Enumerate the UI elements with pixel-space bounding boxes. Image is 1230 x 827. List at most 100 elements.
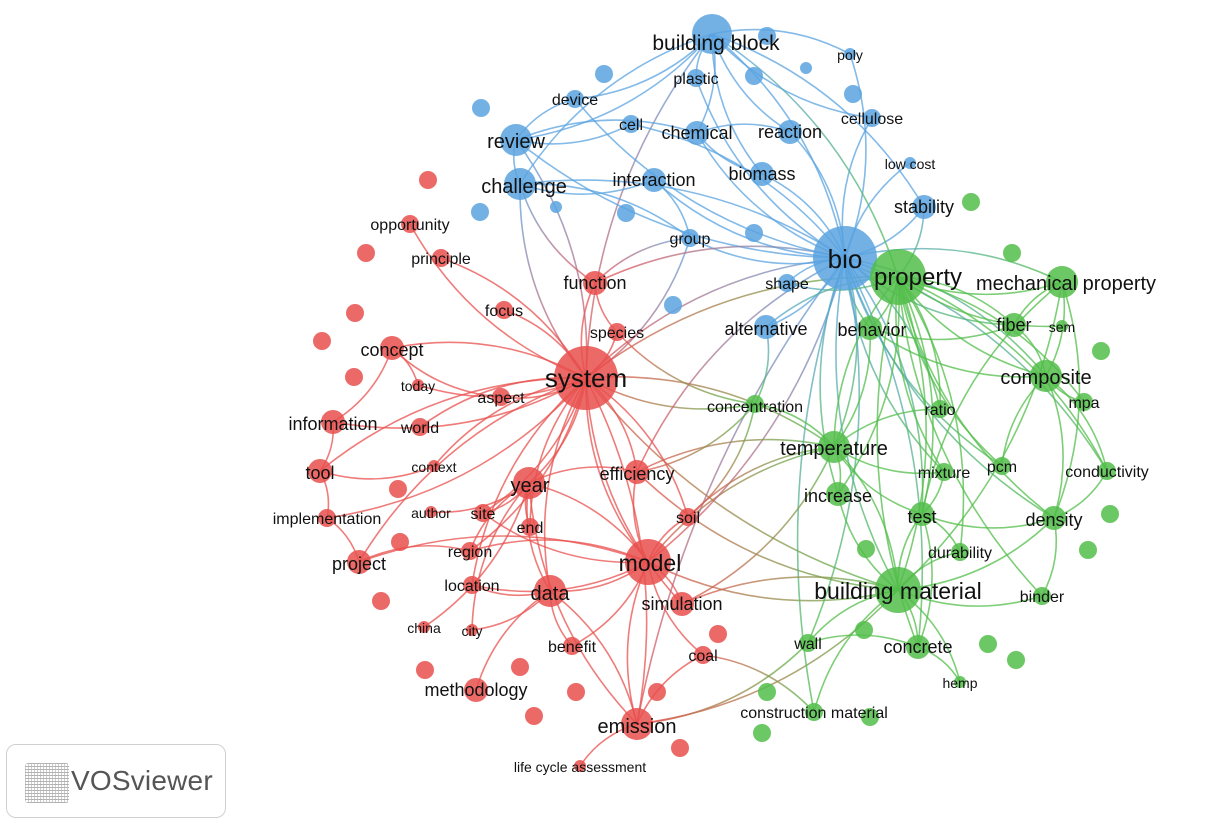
node-unlabeled-p6[interactable] <box>844 85 862 103</box>
label-project[interactable]: project <box>332 554 386 574</box>
node-durability[interactable] <box>951 543 969 561</box>
label-behavior[interactable]: behavior <box>837 320 906 340</box>
node-reaction[interactable] <box>778 120 802 144</box>
label-world[interactable]: world <box>400 420 439 437</box>
node-unlabeled-p8[interactable] <box>550 201 562 213</box>
label-coal[interactable]: coal <box>688 648 717 665</box>
label-emission[interactable]: emission <box>598 716 677 738</box>
node-concentration[interactable] <box>746 395 764 413</box>
node-species[interactable] <box>608 323 626 341</box>
node-opportunity[interactable] <box>401 215 419 233</box>
label-property[interactable]: property <box>874 264 962 291</box>
label-region[interactable]: region <box>448 544 492 561</box>
node-unlabeled-p33[interactable] <box>525 707 543 725</box>
label-device[interactable]: device <box>552 92 598 109</box>
label-ratio[interactable]: ratio <box>924 402 955 419</box>
node-unlabeled-p23[interactable] <box>857 540 875 558</box>
node-location[interactable] <box>463 576 481 594</box>
node-construction-material[interactable] <box>805 703 823 721</box>
node-pcm[interactable] <box>993 457 1011 475</box>
label-concrete[interactable]: concrete <box>883 637 952 657</box>
node-unlabeled-p37[interactable] <box>648 683 666 701</box>
label-sem[interactable]: sem <box>1049 319 1075 335</box>
label-aspect[interactable]: aspect <box>477 390 525 407</box>
node-unlabeled-p32[interactable] <box>416 661 434 679</box>
node-unlabeled-p10[interactable] <box>745 224 763 242</box>
node-alternative[interactable] <box>754 315 778 339</box>
node-tool[interactable] <box>308 459 332 483</box>
label-increase[interactable]: increase <box>804 486 872 506</box>
node-efficiency[interactable] <box>625 460 649 484</box>
label-chemical[interactable]: chemical <box>661 123 732 143</box>
node-emission[interactable] <box>621 708 653 740</box>
node-unlabeled-p34[interactable] <box>511 658 529 676</box>
label-soil[interactable]: soil <box>676 510 700 527</box>
node-data[interactable] <box>534 575 566 607</box>
node-unlabeled-p19[interactable] <box>855 621 873 639</box>
node-stability[interactable] <box>912 195 936 219</box>
label-biomass[interactable]: biomass <box>728 164 795 184</box>
node-unlabeled-p30[interactable] <box>391 533 409 551</box>
node-benefit[interactable] <box>563 637 581 655</box>
label-alternative[interactable]: alternative <box>724 319 807 339</box>
node-unlabeled-p5[interactable] <box>800 62 812 74</box>
label-low-cost[interactable]: low cost <box>885 156 936 172</box>
node-concept[interactable] <box>380 336 404 360</box>
node-behavior[interactable] <box>858 316 882 340</box>
node-unlabeled-p38[interactable] <box>709 625 727 643</box>
label-model[interactable]: model <box>619 550 682 576</box>
label-principle[interactable]: principle <box>411 251 471 268</box>
node-interaction[interactable] <box>642 168 666 192</box>
label-hemp[interactable]: hemp <box>942 675 977 691</box>
label-cellulose[interactable]: cellulose <box>841 111 903 128</box>
label-bio[interactable]: bio <box>828 244 863 274</box>
node-unlabeled-p1[interactable] <box>758 27 776 45</box>
label-life-cycle-assessment[interactable]: life cycle assessment <box>514 759 646 775</box>
node-unlabeled-p3[interactable] <box>595 65 613 83</box>
label-composite[interactable]: composite <box>1000 367 1091 389</box>
node-unlabeled-p21[interactable] <box>753 724 771 742</box>
node-conductivity[interactable] <box>1098 462 1116 480</box>
label-density[interactable]: density <box>1025 510 1082 530</box>
node-unlabeled-p28[interactable] <box>345 368 363 386</box>
node-group[interactable] <box>681 229 699 247</box>
label-review[interactable]: review <box>487 131 545 153</box>
node-increase[interactable] <box>826 482 850 506</box>
node-poly[interactable] <box>844 48 856 60</box>
node-wall[interactable] <box>799 634 817 652</box>
node-unlabeled-p35[interactable] <box>567 683 585 701</box>
node-concrete[interactable] <box>906 635 930 659</box>
node-unlabeled-p9[interactable] <box>471 203 489 221</box>
node-coal[interactable] <box>694 646 712 664</box>
node-bio[interactable] <box>813 226 877 290</box>
node-focus[interactable] <box>495 301 513 319</box>
label-today[interactable]: today <box>401 378 435 394</box>
label-construction-material[interactable]: construction material <box>740 705 888 722</box>
node-shape[interactable] <box>778 274 796 292</box>
node-unlabeled-p18[interactable] <box>979 635 997 653</box>
node-temperature[interactable] <box>818 431 850 463</box>
node-building-block[interactable] <box>692 14 732 54</box>
node-binder[interactable] <box>1033 587 1051 605</box>
label-year[interactable]: year <box>511 475 550 497</box>
node-unlabeled-p36[interactable] <box>671 739 689 757</box>
node-low-cost[interactable] <box>904 157 916 169</box>
label-author[interactable]: author <box>411 505 451 521</box>
label-reaction[interactable]: reaction <box>758 122 822 142</box>
label-simulation[interactable]: simulation <box>641 594 722 614</box>
node-hemp[interactable] <box>954 676 966 688</box>
node-plastic[interactable] <box>687 69 705 87</box>
label-data[interactable]: data <box>531 583 571 605</box>
node-soil[interactable] <box>679 508 697 526</box>
node-biomass[interactable] <box>750 162 774 186</box>
node-year[interactable] <box>513 467 545 499</box>
node-unlabeled-p31[interactable] <box>372 592 390 610</box>
label-binder[interactable]: binder <box>1020 589 1065 606</box>
node-unlabeled-p2[interactable] <box>745 67 763 85</box>
node-author[interactable] <box>425 506 437 518</box>
node-unlabeled-p29[interactable] <box>389 480 407 498</box>
node-fiber[interactable] <box>1002 313 1026 337</box>
node-unlabeled-p12[interactable] <box>962 193 980 211</box>
node-aspect[interactable] <box>492 388 510 406</box>
